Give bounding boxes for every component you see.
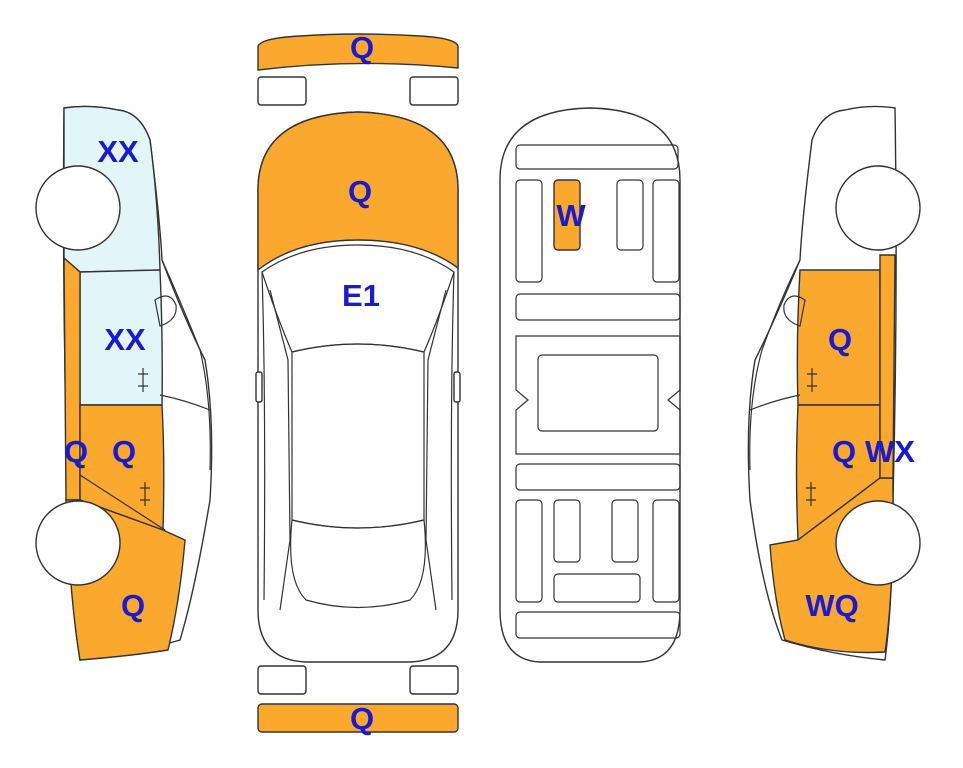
code-underbody-member: W [556,198,586,233]
right-front-wheel [835,165,921,251]
code-right-rear-quarter: WQ [805,588,858,623]
underbody-spare-well [553,573,641,603]
rear-left-taillight [257,665,307,695]
underbody-right-rear-rail [652,499,680,603]
right-rear-door-handle [806,482,816,506]
right-door-line [425,289,447,611]
left-rear-wheel [35,500,121,586]
windshield [261,244,455,353]
underbody-rear-right-member [611,499,639,563]
underbody-outline [499,107,681,663]
rear-window [290,519,426,609]
right-rear-wheel [835,500,921,586]
code-left-rear-door: Q [112,434,136,469]
left-mirror [154,295,177,327]
underbody-front-crossmember [515,144,679,170]
left-front-door-handle [138,368,148,392]
right-pillar-line [450,271,455,601]
code-left-front-door: XX [104,322,146,357]
top-right-mirror [453,371,461,403]
code-rear-bumper: Q [350,701,374,736]
right-mirror [783,295,806,327]
underbody-left-rear-rail [515,499,543,603]
right-front-door-handle [807,368,817,392]
underbody-rear-left-member [553,499,581,563]
underbody-mid-crossmember [515,293,681,321]
left-sill-line [79,474,166,531]
code-left-rear-door-front: Q [64,434,88,469]
top-left-mirror [255,371,263,403]
code-right-rear-door: Q [832,434,856,469]
underbody-floor-frame [515,335,681,455]
underbody-rear-crossmember [515,463,681,491]
underbody-left-front-rail [515,179,543,283]
left-pillar-line [261,271,266,601]
underbody-member-right [616,179,644,251]
code-windshield: E1 [342,278,380,313]
underbody-member-w[interactable] [553,179,581,251]
left-door-line [269,289,291,611]
code-front-bumper: Q [350,30,374,65]
underbody-floor-pan [537,354,659,432]
top-view: Q Q E1 Q [255,30,461,736]
code-right-rear-door-extra: WX [865,434,915,469]
code-hood: Q [348,174,372,209]
right-side-view: Q Q WX WQ [747,105,921,661]
left-front-wheel [35,165,121,251]
front-left-headlight [257,76,307,106]
front-right-headlight [409,76,459,106]
underbody-view: W [499,107,681,663]
code-right-front-door: Q [828,322,852,357]
left-side-view: XX XX Q Q Q [35,105,213,661]
rear-right-taillight [409,665,459,695]
left-roof-line [159,394,211,411]
code-left-rear-quarter: Q [121,588,145,623]
rear-bumper[interactable] [257,703,459,733]
left-window-line [161,259,211,471]
front-bumper[interactable] [257,33,459,71]
code-left-front-fender: XX [97,134,139,169]
underbody-right-front-rail [652,179,680,283]
underbody-rear-panel [515,611,681,639]
right-window-line [749,259,801,471]
hood[interactable] [257,111,459,272]
left-rear-door-handle [140,482,150,506]
right-roof-line [749,394,801,411]
right-pillar-strip[interactable] [879,254,896,479]
